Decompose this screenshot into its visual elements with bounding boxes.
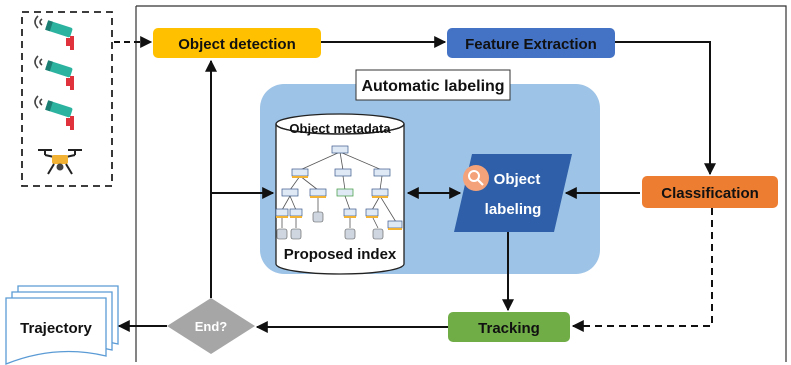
search-icon xyxy=(463,165,489,191)
tree-leaf-cylinders xyxy=(276,211,384,240)
classification-label: Classification xyxy=(661,185,759,202)
feature-extraction-label: Feature Extraction xyxy=(465,36,597,53)
object-detection-label: Object detection xyxy=(178,36,296,53)
automatic-labeling-title-box xyxy=(355,69,511,101)
magnifier-handle xyxy=(477,179,484,186)
end-decision-label: End? xyxy=(195,319,228,334)
object-detection-node[interactable]: Object detection xyxy=(153,28,321,58)
cctv-camera-icon xyxy=(34,95,75,131)
arrow-extraction-to-classification xyxy=(615,41,716,176)
trajectory-label: Trajectory xyxy=(20,320,92,337)
object-labeling-node[interactable]: Object labeling xyxy=(454,154,572,232)
tracking-node[interactable]: Tracking xyxy=(448,312,570,342)
system-frame xyxy=(135,5,787,362)
object-metadata-database: Object metadata xyxy=(275,113,405,275)
feature-extraction-node[interactable]: Feature Extraction xyxy=(447,28,615,58)
end-decision-node[interactable]: End? xyxy=(167,298,255,354)
object-metadata-label: Object metadata xyxy=(289,121,391,136)
tracking-label: Tracking xyxy=(478,320,540,337)
proposed-index-label: Proposed index xyxy=(284,246,397,263)
object-labeling-label-line2: labeling xyxy=(485,201,542,218)
trajectory-document[interactable]: Trajectory xyxy=(5,285,119,365)
cctv-camera-icon xyxy=(34,15,75,51)
drone-icon xyxy=(38,149,82,175)
arrow-classification-to-tracking xyxy=(571,208,713,332)
sources-box xyxy=(21,11,113,187)
tree-leaf-markers xyxy=(276,176,402,230)
tree-index-nodes xyxy=(275,145,403,229)
classification-node[interactable]: Classification xyxy=(642,176,778,208)
object-labeling-label-line1: Object xyxy=(494,171,541,188)
flow-arrows xyxy=(114,36,716,333)
cctv-camera-icon xyxy=(34,55,75,91)
automatic-labeling-label: Automatic labeling xyxy=(361,78,504,95)
magnifier-lens xyxy=(468,170,480,182)
